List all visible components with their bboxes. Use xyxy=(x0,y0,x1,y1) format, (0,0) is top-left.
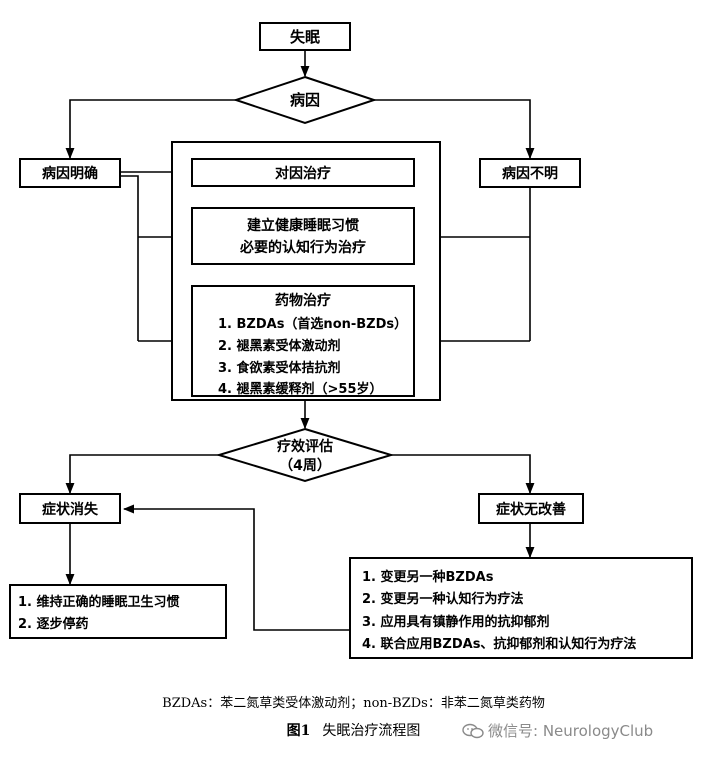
maintain-item-1: 1. 维持正确的睡眠卫生习惯 xyxy=(18,594,180,610)
habits-line2: 必要的认知行为治疗 xyxy=(239,239,366,256)
drug-item-2: 2. 褪黑素受体激动剂 xyxy=(218,338,341,354)
cause-diamond xyxy=(232,75,378,125)
arrow-efficacy-to-noimprove xyxy=(391,454,535,495)
no-improvement-box xyxy=(478,493,584,524)
maintain-box xyxy=(9,584,227,639)
efficacy-diamond xyxy=(215,427,395,483)
arrow-cause-to-clear xyxy=(65,99,236,160)
change-item-3: 3. 应用具有镇静作用的抗抑郁剂 xyxy=(362,614,550,630)
wechat-icon xyxy=(462,723,484,739)
efficacy-line2: （4周） xyxy=(279,458,331,474)
drug-item-3: 3. 食欲素受体拮抗剂 xyxy=(218,360,341,376)
no-improvement-label: 症状无改善 xyxy=(496,501,566,518)
drug-item-1: 1. BZDAs（首选non-BZDs） xyxy=(218,316,407,332)
change-item-1: 1. 变更另一种BZDAs xyxy=(362,569,494,585)
insomnia-treatment-flowchart: 失眠 病因 病因明确 病因不明 对因治疗 建立健康睡眠习惯 必要的认知行为治疗 … xyxy=(9,22,693,659)
drug-treatment-box xyxy=(191,285,415,397)
figure-caption-label: 图1 xyxy=(286,723,311,739)
cause-clear-label: 病因明确 xyxy=(42,165,98,182)
arrow-efficacy-to-gone xyxy=(65,454,219,495)
causal-treatment-label: 对因治疗 xyxy=(275,165,331,182)
causal-treatment-box xyxy=(191,158,415,187)
cause-clear-box xyxy=(19,158,121,188)
watermark-text: 微信号: NeurologyClub xyxy=(488,722,654,740)
change-box xyxy=(349,557,693,659)
habits-line1: 建立健康睡眠习惯 xyxy=(247,217,359,234)
drug-title: 药物治疗 xyxy=(275,292,331,309)
symptoms-gone-label: 症状消失 xyxy=(42,501,99,518)
cause-unclear-box xyxy=(479,158,581,188)
insomnia-box xyxy=(259,22,351,51)
line-clear-trunk xyxy=(120,175,139,341)
insomnia-label: 失眠 xyxy=(290,28,320,46)
arrow-change-back-to-gone xyxy=(122,504,350,631)
change-item-4: 4. 联合应用BZDAs、抗抑郁剂和认知行为疗法 xyxy=(362,636,636,652)
symptoms-gone-box xyxy=(19,493,121,524)
efficacy-line1: 疗效评估 xyxy=(277,438,333,455)
habits-box xyxy=(191,207,415,265)
figure-caption: 图1 失眠治疗流程图 xyxy=(0,720,707,740)
connectors xyxy=(65,50,535,631)
figure-caption-title: 失眠治疗流程图 xyxy=(322,723,421,739)
drug-item-4: 4. 褪黑素缓释剂（>55岁） xyxy=(218,381,383,397)
arrow-cause-to-unclear xyxy=(374,99,535,160)
cause-label: 病因 xyxy=(290,91,320,109)
change-item-2: 2. 变更另一种认知行为疗法 xyxy=(362,591,524,607)
maintain-item-2: 2. 逐步停药 xyxy=(18,616,89,632)
wechat-watermark: 微信号: NeurologyClub xyxy=(462,720,653,741)
cause-unclear-label: 病因不明 xyxy=(502,165,558,182)
abbreviation-footnote: BZDAs：苯二氮草类受体激动剂；non-BZDs：非苯二氮草类药物 xyxy=(162,696,545,711)
